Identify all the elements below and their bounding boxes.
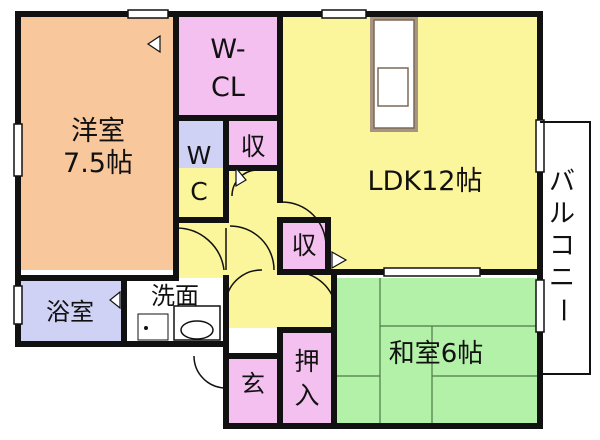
balcony-char: ル [549, 199, 575, 229]
entrance-area [226, 356, 280, 426]
kitchen-sink [377, 67, 409, 107]
sink-basin [180, 320, 214, 340]
bathroom-area [18, 278, 124, 344]
ldk-label: LDK12帖 [368, 166, 483, 197]
balcony-label: バ ル コ ニ ー [547, 167, 577, 323]
oshiire-label-line1: 押 [294, 347, 319, 376]
windows [13, 9, 545, 333]
storage-lower-area [280, 220, 328, 272]
washer-pan [137, 313, 169, 341]
balcony-char: ー [547, 297, 577, 323]
walk-in-closet-label-line1: W- [210, 34, 245, 65]
storage-lower-label: 収 [291, 231, 316, 260]
storage-upper-area [226, 118, 280, 168]
balcony-char: ニ [549, 263, 575, 293]
balcony-railing [540, 121, 591, 375]
tatami-lines [334, 278, 540, 426]
entrance-label: 玄 [241, 370, 265, 398]
walk-in-closet-label-line2: CL [211, 72, 245, 103]
balcony-area [540, 122, 590, 374]
japanese-room-label: 和室6帖 [389, 339, 484, 369]
balcony-char: コ [549, 231, 575, 261]
balcony-char: バ [549, 167, 575, 197]
door-hinge-marks [109, 34, 348, 310]
washer-drain [144, 326, 148, 330]
bathroom-label: 浴室 [46, 298, 94, 326]
walk-in-closet-area [176, 14, 280, 118]
storage-upper-label: 収 [240, 132, 265, 161]
door-swings [175, 169, 335, 389]
oshiire-area [280, 330, 334, 426]
western-room-area [18, 14, 176, 270]
western-room-name: 洋室 [71, 116, 125, 147]
toilet-label-line2: C [190, 177, 207, 206]
walls [15, 11, 543, 429]
washroom-label: 洗面 [151, 282, 199, 310]
toilet-label-line1: W [187, 141, 212, 170]
oshiire-label-line2: 入 [294, 381, 319, 410]
western-room-size: 7.5帖 [63, 148, 133, 179]
japanese-room-area [334, 278, 540, 426]
